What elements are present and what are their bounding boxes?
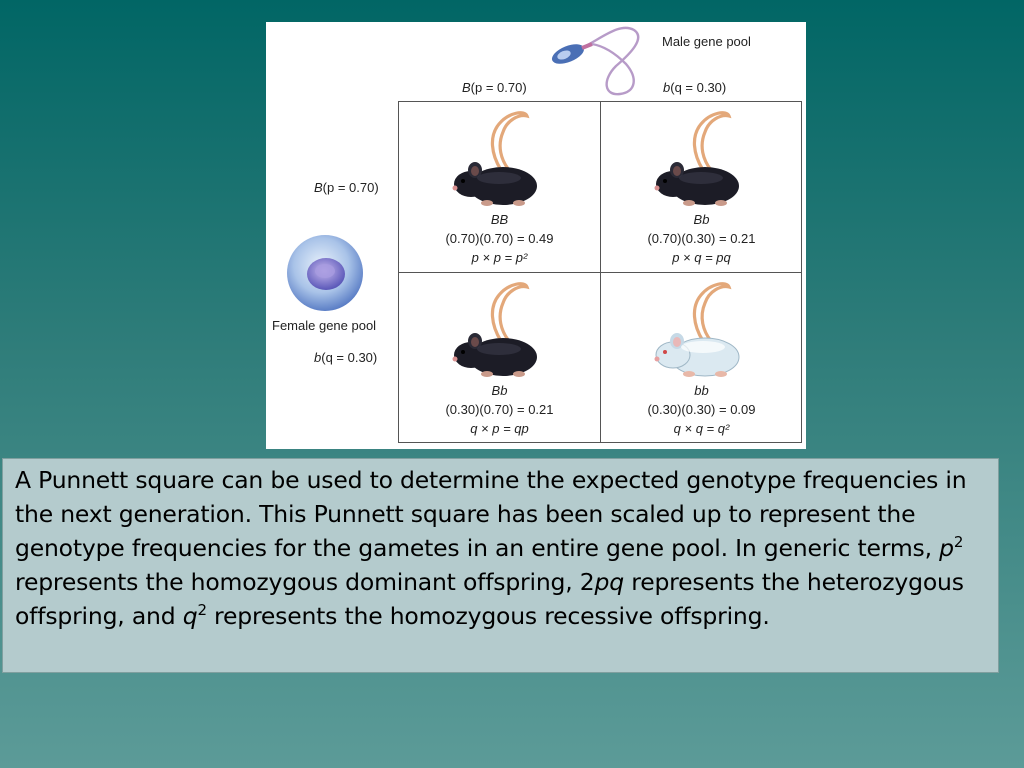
cell-formula: p × q = pq <box>672 250 731 265</box>
black-mouse-icon <box>450 282 539 379</box>
egg-cell-icon <box>287 235 363 311</box>
col-header-allele: B <box>462 80 471 95</box>
cell-genotype: BB <box>490 212 509 227</box>
cell-genotype: Bb <box>491 383 508 398</box>
white-mouse-icon <box>652 282 741 379</box>
punnett-figure: Male gene pool B(p = 0.70) b(q = 0.30) F… <box>266 22 806 449</box>
black-mouse-icon <box>652 111 741 208</box>
male-gene-pool-label: Male gene pool <box>662 34 751 49</box>
caption-sup: 2 <box>197 601 207 619</box>
row-header-allele: b <box>314 350 322 365</box>
punnett-grid: BB (0.70)(0.70) = 0.49 p × p = p² Bb (0.… <box>398 101 802 443</box>
row-header-eq: (p = 0.70) <box>322 180 379 195</box>
cell-genotype: bb <box>694 383 709 398</box>
col-header-eq: (q = 0.30) <box>670 80 727 95</box>
cell-calculation: (0.70)(0.70) = 0.49 <box>445 231 554 246</box>
cell-calculation: (0.30)(0.70) = 0.21 <box>445 402 554 417</box>
caption-text: A Punnett square can be used to determin… <box>15 466 967 562</box>
row-header-allele: B <box>314 180 323 195</box>
col-header-b: b(q = 0.30) <box>663 80 726 95</box>
row-header-B: B(p = 0.70) <box>314 180 379 195</box>
caption-q: q <box>182 602 198 630</box>
cell-BB: BB (0.70)(0.70) = 0.49 p × p = p² <box>399 102 600 272</box>
caption-box: A Punnett square can be used to determin… <box>2 458 999 673</box>
col-header-allele: b <box>663 80 671 95</box>
cell-formula: q × q = q² <box>673 421 730 436</box>
cell-formula: p × p = p² <box>471 250 528 265</box>
row-header-b: b(q = 0.30) <box>314 350 377 365</box>
caption-text: represents the heterozygous offspring, a… <box>15 568 964 630</box>
cell-Bb-top: Bb (0.70)(0.30) = 0.21 p × q = pq <box>601 102 802 272</box>
caption-p: p <box>939 534 954 562</box>
sperm-cell-icon <box>551 26 640 96</box>
col-header-eq: (p = 0.70) <box>470 80 527 95</box>
black-mouse-icon <box>450 111 539 208</box>
cell-Bb-bottom: Bb (0.30)(0.70) = 0.21 q × p = qp <box>399 273 600 443</box>
caption-sup: 2 <box>953 533 964 551</box>
cell-genotype: Bb <box>693 212 710 227</box>
caption-pq: pq <box>594 568 625 596</box>
female-gene-pool-label: Female gene pool <box>272 318 377 333</box>
cell-calculation: (0.70)(0.30) = 0.21 <box>647 231 756 246</box>
caption-text: represents the homozygous dominant offsp… <box>15 568 595 596</box>
cell-calculation: (0.30)(0.30) = 0.09 <box>647 402 756 417</box>
cell-bb: bb (0.30)(0.30) = 0.09 q × q = q² <box>601 273 802 443</box>
caption-text: represents the homozygous recessive offs… <box>206 602 770 630</box>
row-header-eq: (q = 0.30) <box>321 350 378 365</box>
grid-divider-horizontal <box>399 272 801 273</box>
cell-formula: q × p = qp <box>470 421 529 436</box>
col-header-B: B(p = 0.70) <box>462 80 527 95</box>
